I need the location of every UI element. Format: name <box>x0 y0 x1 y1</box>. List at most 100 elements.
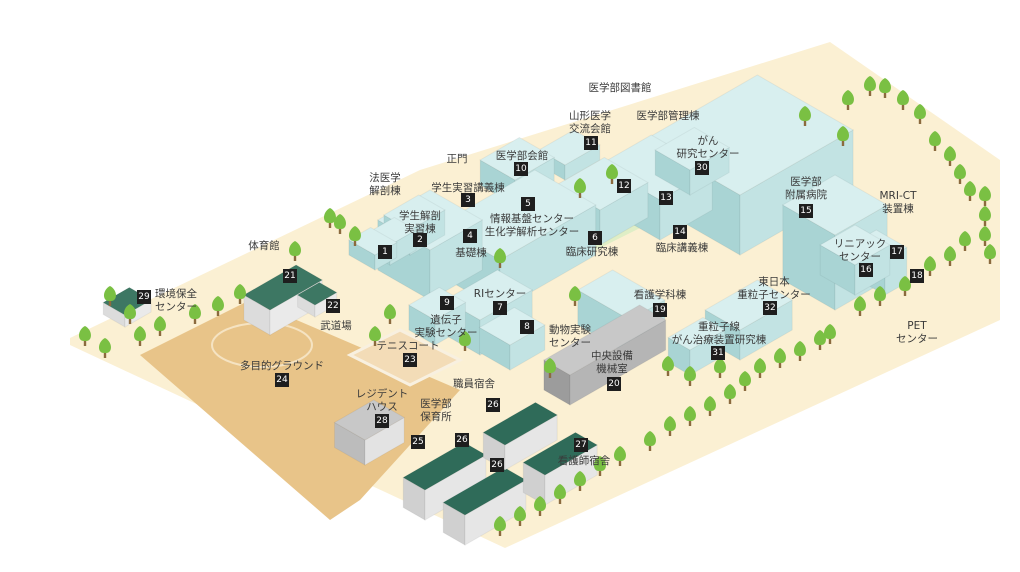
building-number-badge[interactable]: 2 <box>413 233 427 247</box>
exchange-hall-building-face <box>564 144 601 181</box>
cancer-center-building[interactable] <box>654 126 731 196</box>
building-number-badge[interactable]: 4 <box>463 229 477 243</box>
label-resident-house: レジデント ハウス <box>355 388 409 413</box>
tree <box>914 104 926 124</box>
tree <box>349 226 361 246</box>
budojo-building[interactable] <box>296 281 338 318</box>
building-number-badge[interactable]: 21 <box>283 269 297 283</box>
tree <box>369 326 381 346</box>
tree <box>959 231 971 251</box>
building-number-badge[interactable]: 9 <box>440 296 454 310</box>
tree <box>984 244 996 264</box>
building-number-badge[interactable]: 7 <box>493 301 507 315</box>
tree <box>774 348 786 368</box>
tree <box>724 384 736 404</box>
tree <box>324 208 336 228</box>
tree <box>99 338 111 358</box>
building-number-badge[interactable]: 26 <box>490 458 504 472</box>
label-hospital: 医学部 附属病院 <box>785 176 827 201</box>
building-number-badge[interactable]: 25 <box>411 435 425 449</box>
animal-center-building[interactable] <box>478 306 546 371</box>
resident-house-building[interactable] <box>333 399 406 466</box>
building-number-badge[interactable]: 26 <box>486 398 500 412</box>
building-number-badge[interactable]: 23 <box>403 353 417 367</box>
tree <box>714 358 726 378</box>
building-number-badge[interactable]: 8 <box>520 320 534 334</box>
building-number-badge[interactable]: 30 <box>695 161 709 175</box>
label-tennis-court: テニスコート <box>376 340 440 352</box>
central-facilities-building[interactable] <box>542 304 667 406</box>
tree <box>514 506 526 526</box>
building-number-badge[interactable]: 3 <box>461 193 475 207</box>
building-number-badge[interactable]: 28 <box>375 414 389 428</box>
gymnasium-building-face <box>242 264 324 311</box>
gene-center-building[interactable] <box>407 286 467 346</box>
heavy-ion-center-building[interactable] <box>704 279 794 361</box>
building-number-badge[interactable]: 29 <box>137 290 151 304</box>
tree <box>574 471 586 491</box>
tree <box>924 256 936 276</box>
tree <box>104 286 116 306</box>
building-number-badge[interactable]: 26 <box>455 433 469 447</box>
label-admin-building: 医学部管理棟 <box>636 110 700 122</box>
label-clinical-lecture: 臨床講義棟 <box>655 242 709 254</box>
tree <box>606 164 618 184</box>
building-number-badge[interactable]: 19 <box>653 303 667 317</box>
building-number-badge[interactable]: 5 <box>521 197 535 211</box>
building-number-badge[interactable]: 22 <box>326 299 340 313</box>
tree <box>534 496 546 516</box>
building-number-badge[interactable]: 15 <box>799 204 813 218</box>
heavy-ion-research-building-face <box>667 316 726 351</box>
building-number-badge[interactable]: 11 <box>584 136 598 150</box>
label-student-lecture: 学生実習講義棟 <box>431 182 505 194</box>
tree <box>384 304 396 324</box>
cancer-center-building-face <box>654 126 731 171</box>
tree <box>979 206 991 226</box>
building-number-badge[interactable]: 12 <box>617 179 631 193</box>
tree <box>569 286 581 306</box>
building-number-badge[interactable]: 32 <box>763 301 777 315</box>
gene-center-building-face <box>434 301 466 346</box>
building-number-badge[interactable]: 27 <box>574 438 588 452</box>
staff-housing-c[interactable] <box>482 401 559 471</box>
staff-housing-b[interactable] <box>442 466 527 546</box>
tree <box>897 90 909 110</box>
building-number-badge[interactable]: 24 <box>275 373 289 387</box>
building-number-badge[interactable]: 20 <box>607 377 621 391</box>
tree <box>459 331 471 351</box>
tree <box>799 106 811 126</box>
tree <box>794 341 806 361</box>
label-environment-center: 環境保全 センター <box>155 288 197 313</box>
building-number-badge[interactable]: 6 <box>588 231 602 245</box>
cancer-center-building-face <box>689 146 730 196</box>
tree <box>124 304 136 324</box>
tree <box>824 324 836 344</box>
tree <box>854 296 866 316</box>
trees-layer <box>79 76 996 536</box>
gene-center-building-face <box>407 286 467 321</box>
tree <box>979 226 991 246</box>
label-basic-building: 基礎棟 <box>455 247 487 259</box>
building-number-badge[interactable]: 31 <box>711 346 725 360</box>
label-gene-center: 遺伝子 実験センター <box>414 314 478 339</box>
building-number-badge[interactable]: 17 <box>890 245 904 259</box>
linac-building-face <box>819 224 891 266</box>
building-number-badge[interactable]: 13 <box>659 191 673 205</box>
building-number-badge[interactable]: 18 <box>910 269 924 283</box>
building-number-badge[interactable]: 16 <box>859 263 873 277</box>
staff-housing-c-face <box>482 401 559 446</box>
tree <box>594 456 606 476</box>
tree <box>234 284 246 304</box>
label-gymnasium: 体育館 <box>248 240 280 252</box>
building-number-badge[interactable]: 10 <box>514 162 528 176</box>
tree <box>494 516 506 536</box>
label-nurse-housing: 看護師宿舎 <box>557 455 611 467</box>
staff-housing-a[interactable] <box>402 441 487 521</box>
multipurpose-ground[interactable] <box>140 300 460 520</box>
tree <box>979 186 991 206</box>
building-number-badge[interactable]: 14 <box>673 225 687 239</box>
building-number-badge[interactable]: 1 <box>378 245 392 259</box>
tree <box>864 76 876 96</box>
resident-house-building-face <box>364 416 405 466</box>
label-medical-hall: 医学部会館 <box>495 150 549 162</box>
